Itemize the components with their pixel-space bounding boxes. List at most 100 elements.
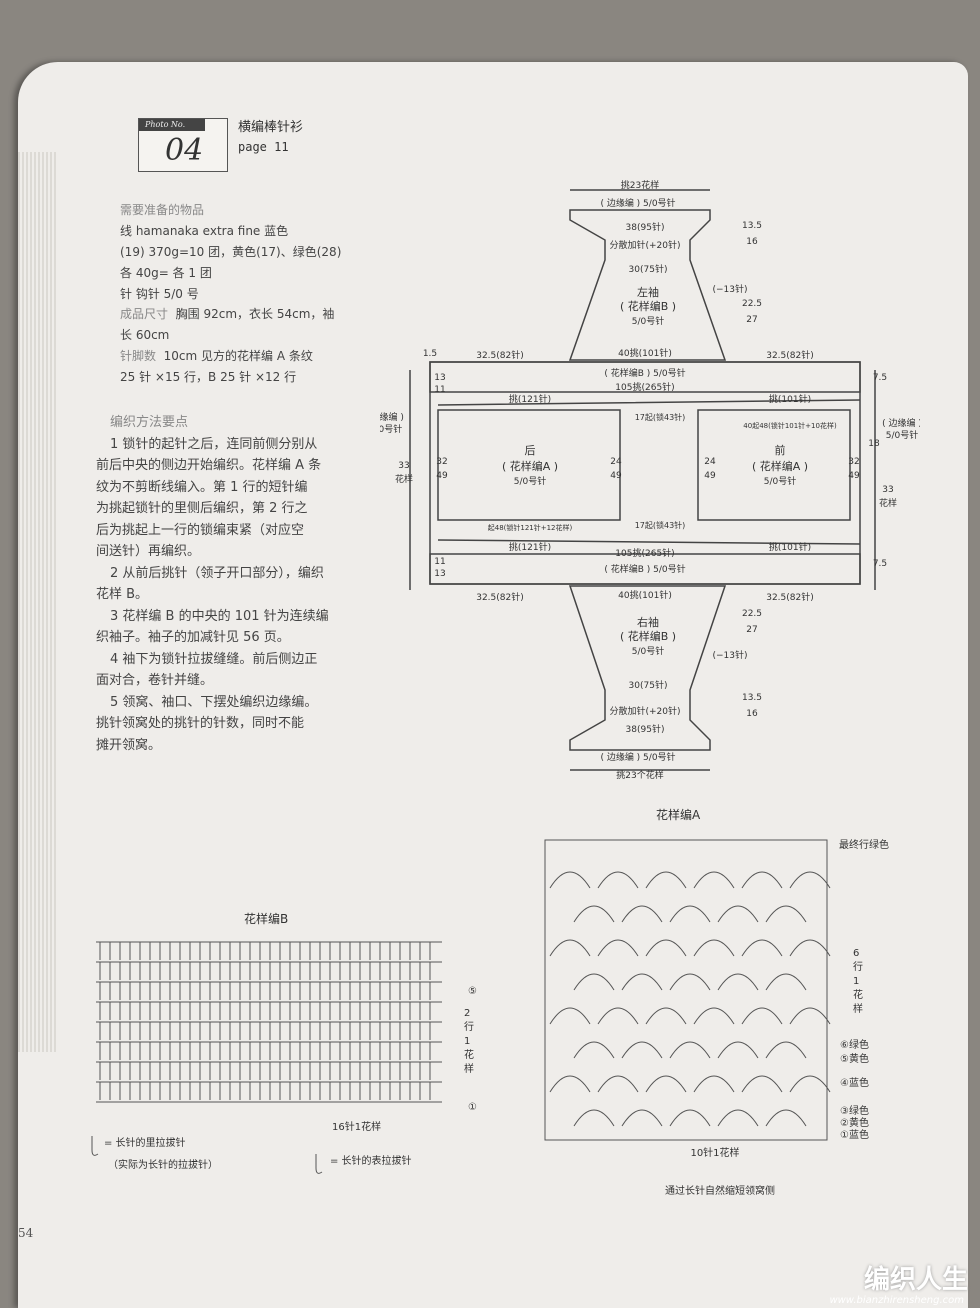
method-line: 间送针）再编织。	[96, 544, 201, 559]
start-48-label: 起48(锁针121针+12花样)	[488, 523, 573, 532]
increase-top-label: 分散加针(+20针)	[609, 239, 680, 251]
method-line: 为挑起锁针的里侧后编织，第 2 行之	[96, 501, 308, 516]
width-325-bottom-right: 32.5(82针)	[766, 591, 814, 603]
stitch-arc	[669, 1109, 711, 1127]
chart-a-note: 通过长针自然缩短领窝侧	[665, 1184, 775, 1197]
left-sleeve-needle: 5/0号针	[632, 315, 665, 327]
repeat-hang: 行	[853, 960, 863, 973]
method-line: 4 袖下为锁针拉拔缝缝。前后侧边正	[110, 651, 318, 667]
rows-49-front: 49	[704, 471, 716, 481]
book-page	[18, 62, 968, 1308]
gauge-line: 10cm 见方的花样编 A 条纹	[163, 349, 313, 363]
cuff-bottom-label: 38(95针)	[626, 723, 665, 735]
dec-note-bottom: (−13针)	[712, 649, 747, 661]
rows-49-front-right: 49	[848, 471, 860, 481]
stitch-arc	[573, 1109, 615, 1127]
size-line: 胸围 92cm，衣长 54cm，袖	[175, 307, 335, 321]
legend-back-post-note: （实际为长针的拉拔针）	[108, 1158, 218, 1171]
stitch-arc	[645, 939, 687, 957]
gauge-line: 25 针 ×15 行，B 25 针 ×12 行	[120, 370, 297, 384]
repeat-one: 1	[853, 976, 859, 987]
stitch-arc	[621, 1041, 663, 1059]
chart-b-rep-1: 1	[464, 1036, 470, 1047]
rows-13-top-left: 13	[434, 373, 445, 383]
rows-24-front: 24	[704, 457, 716, 467]
start-43-bottom: 17起(锁43针)	[635, 520, 686, 530]
chart-b-rep-hang: 行	[464, 1020, 474, 1033]
bottom-edge-label: ( 边缘编 ) 5/0号针	[600, 751, 675, 763]
row5-label: ⑤黄色	[840, 1052, 869, 1065]
stitch-arc	[597, 939, 639, 957]
stitch-arc	[645, 1075, 687, 1093]
stitch-arc	[573, 1041, 615, 1059]
stitch-arc	[597, 1007, 639, 1025]
stitch-arc	[741, 1007, 783, 1025]
stitch-arc	[789, 939, 831, 957]
row2-label: ②黄色	[840, 1116, 869, 1129]
back-needle: 5/0号针	[514, 475, 547, 487]
rows-24-back: 24	[610, 457, 622, 467]
stitch-arc	[549, 1075, 591, 1093]
stitch-arc	[789, 871, 831, 889]
rows-33-left: 33	[398, 461, 409, 471]
stitch-arc	[597, 1075, 639, 1093]
pick-121-bottom: 挑(121针)	[509, 541, 551, 553]
pick-101-bottom: 挑(101针)	[769, 541, 811, 553]
method-line: 5 领窝、袖口、下摆处编织边缘编。	[110, 694, 318, 710]
width-325-top-right: 32.5(82针)	[766, 349, 814, 361]
rows-15-left: 1.5	[423, 349, 437, 359]
increase-40-label: 40起48(锁针101针+10花样)	[743, 421, 837, 430]
materials-line: 线 hamanaka extra fine 蓝色	[120, 224, 289, 238]
bottom-band-label: ( 花样编B ) 5/0号针	[604, 563, 685, 575]
chart-a-title: 花样编A	[656, 808, 701, 822]
materials-line: 各 40g= 各 1 团	[120, 266, 212, 280]
chart-b-repeat-width: 16针1花样	[332, 1120, 381, 1133]
pick-121-top: 挑(121针)	[509, 393, 551, 405]
repeat-hua: 花	[853, 988, 863, 1001]
method-lines: 1 锁针的起针之后，连同前侧分别从前后中央的侧边开始编织。花样编 A 条纹为不剪…	[96, 434, 366, 757]
stitch-arc	[621, 973, 663, 991]
page-title: 横编棒针衫	[238, 120, 304, 135]
size-heading: 成品尺寸	[120, 307, 169, 321]
edge-right-label: ( 边缘编 )	[882, 417, 920, 429]
method-line: 纹为不剪断线编入。第 1 行的短针编	[96, 479, 308, 495]
stitch-arc	[549, 1007, 591, 1025]
rows-49-back-right: 49	[610, 471, 622, 481]
increase-bottom-label: 分散加针(+20针)	[609, 705, 680, 717]
rows-33-right: 33	[882, 485, 893, 495]
rows-49-back: 49	[436, 471, 448, 481]
stitch-arc	[549, 871, 591, 889]
back-post-symbol	[91, 1136, 99, 1156]
rows-75-top-right: 7.5	[873, 373, 887, 383]
start-43-top: 17起(锁43针)	[635, 412, 686, 422]
method-line: 摊开领窝。	[96, 737, 162, 753]
right-sleeve-pattern: ( 花样编B )	[620, 629, 676, 643]
method-line: 3 花样编 B 的中央的 101 针为连续编	[110, 608, 329, 624]
last-row-label: 最终行绿色	[839, 838, 889, 851]
front-name: 前	[775, 443, 786, 457]
repeat-rows: 6	[853, 948, 859, 959]
materials-line: (19) 370g=10 团，黄色(17)、绿色(28)	[120, 245, 342, 259]
stitch-arc	[741, 871, 783, 889]
method-line: 挑针领窝处的挑针的针数，同时不能	[96, 716, 305, 731]
back-name: 后	[525, 444, 536, 457]
front-panel-outline	[697, 409, 851, 521]
sleeve-mid-top-label: 30(75针)	[629, 263, 668, 275]
rows-135-bottom: 13.5	[742, 693, 762, 703]
method-line: 前后中央的侧边开始编织。花样编 A 条	[96, 458, 322, 473]
photo-number: 04	[165, 133, 204, 168]
width-105-top: 105挑(265针)	[615, 381, 674, 393]
bottom-band-outline	[429, 553, 861, 585]
right-sleeve-outline	[568, 585, 727, 751]
method-line: 后为挑起上一行的锁编束紧（对应空	[96, 522, 305, 538]
stitch-arc	[717, 973, 759, 991]
rows-32-back: 32	[436, 457, 447, 467]
photo-label-box: Photo No. 04	[138, 118, 228, 172]
cuff-top-label: 38(95针)	[626, 221, 665, 233]
method-line: 织袖子。袖子的加减针见 56 页。	[96, 630, 290, 645]
method-heading: 编织方法要点	[110, 415, 189, 430]
materials-line: 针 钩针 5/0 号	[120, 287, 199, 301]
width-105-bottom: 105挑(265针)	[615, 547, 674, 559]
stitch-arc	[573, 973, 615, 991]
stitch-arc	[573, 905, 615, 923]
